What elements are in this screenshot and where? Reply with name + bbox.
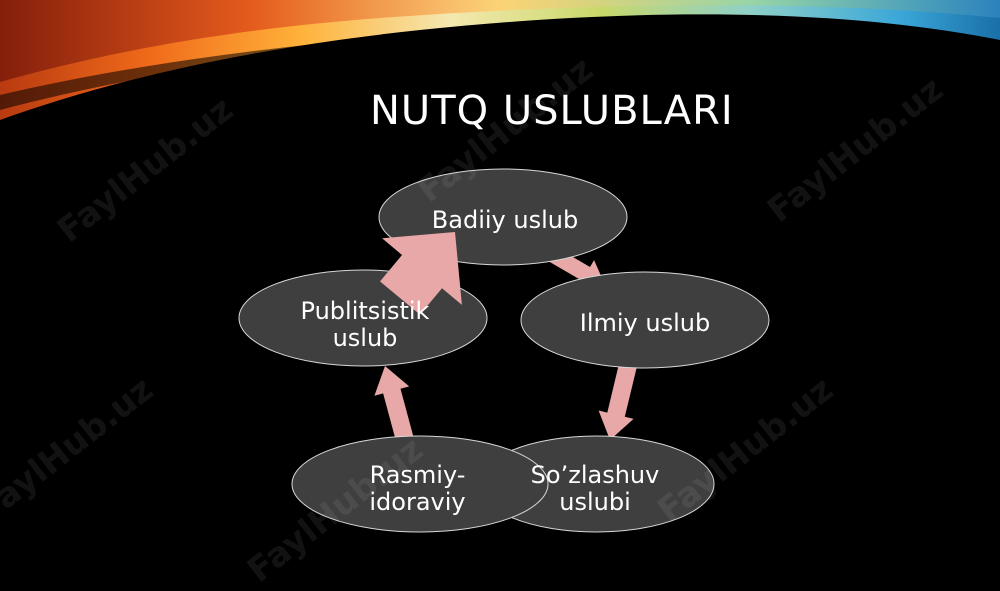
node-rasmiy <box>291 435 549 533</box>
node-label-rasmiy: Rasmiy-idoraviy <box>369 461 466 516</box>
header-swoosh <box>0 0 1000 120</box>
node-ilmiy <box>520 271 770 369</box>
node-label-ilmiy: Ilmiy uslub <box>579 309 711 337</box>
nodes-layer <box>238 168 770 533</box>
arrow-rasmiy-publitsistik <box>374 366 414 443</box>
node-label-sozlashuv: So’zlashuv uslubi <box>530 461 660 516</box>
arrow-publitsistik-badiiy <box>380 232 462 315</box>
slide-canvas <box>0 0 1000 533</box>
node-label-publitsistik: Publitsistik uslub <box>300 297 430 352</box>
node-label-badiiy: Badiiy uslub <box>431 206 579 234</box>
slide-title: NUTQ USLUBLARI <box>370 88 734 134</box>
arrow-ilmiy-sozlashuv <box>598 362 637 440</box>
